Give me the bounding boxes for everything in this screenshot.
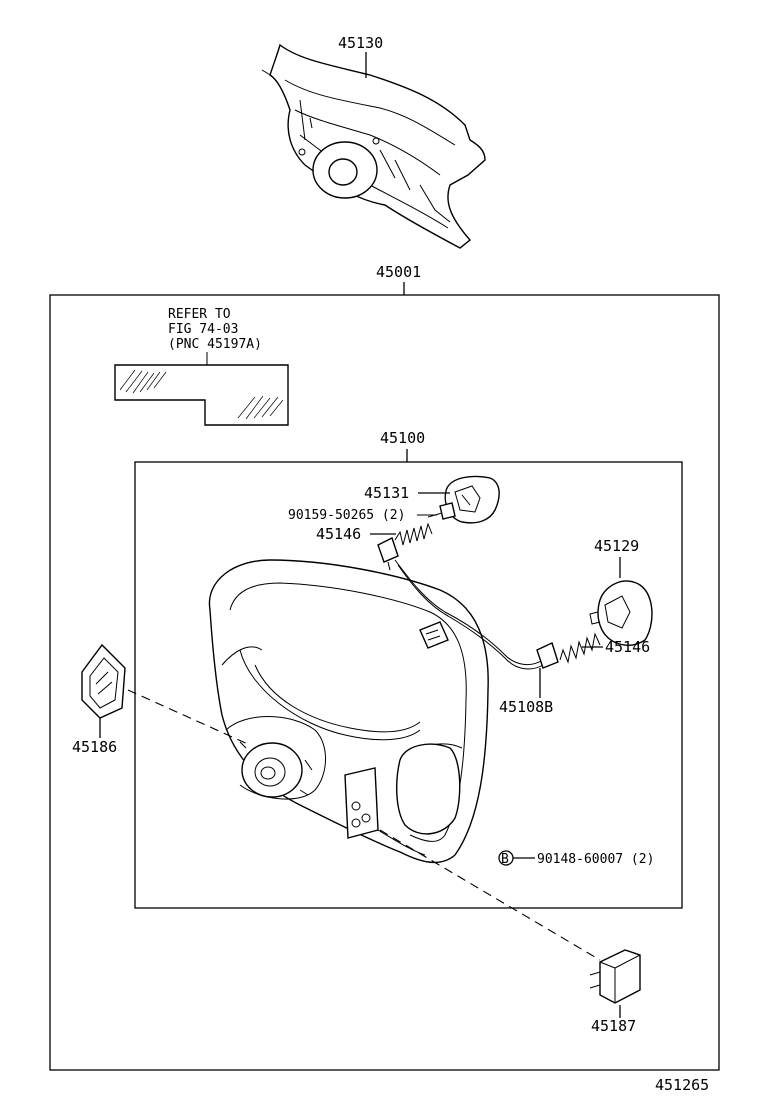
label-plate-illustration bbox=[114, 364, 289, 426]
part-number-45130: 45130 bbox=[338, 34, 383, 52]
spring-left-illustration bbox=[394, 522, 433, 546]
steering-wheel-illustration bbox=[208, 559, 489, 864]
part-number-45001: 45001 bbox=[376, 263, 421, 281]
part-number-45146-left: 45146 bbox=[316, 525, 361, 543]
part-number-45187: 45187 bbox=[591, 1017, 636, 1035]
cover-45187-illustration bbox=[589, 949, 641, 1004]
part-number-45131: 45131 bbox=[364, 484, 409, 502]
part-number-90148-60007: 90148-60007 (2) bbox=[537, 852, 654, 867]
spring-right-illustration bbox=[559, 632, 601, 664]
part-number-45100: 45100 bbox=[380, 429, 425, 447]
part-number-90159-50265: 90159-50265 (2) bbox=[288, 508, 405, 523]
refer-note-line3: (PNC 45197A) bbox=[168, 337, 262, 352]
horn-pad-illustration bbox=[261, 43, 486, 249]
harness-45108B-illustration bbox=[377, 537, 559, 670]
figure-number: 451265 bbox=[655, 1076, 709, 1094]
refer-note-line1: REFER TO bbox=[168, 307, 231, 322]
refer-note-line2: FIG 74-03 bbox=[168, 322, 238, 337]
cover-45129-illustration bbox=[589, 580, 653, 646]
sub-assembly-frame-45100 bbox=[134, 461, 683, 909]
assembly-frame-45001 bbox=[49, 294, 720, 1071]
screw-illustration bbox=[427, 502, 456, 520]
part-number-45186: 45186 bbox=[72, 738, 117, 756]
part-number-45108B: 45108B bbox=[499, 698, 553, 716]
part-number-45129: 45129 bbox=[594, 537, 639, 555]
cover-45186-illustration bbox=[81, 643, 126, 719]
part-number-45146-right: 45146 bbox=[605, 638, 650, 656]
bolt-callout-letter: B bbox=[501, 852, 509, 867]
